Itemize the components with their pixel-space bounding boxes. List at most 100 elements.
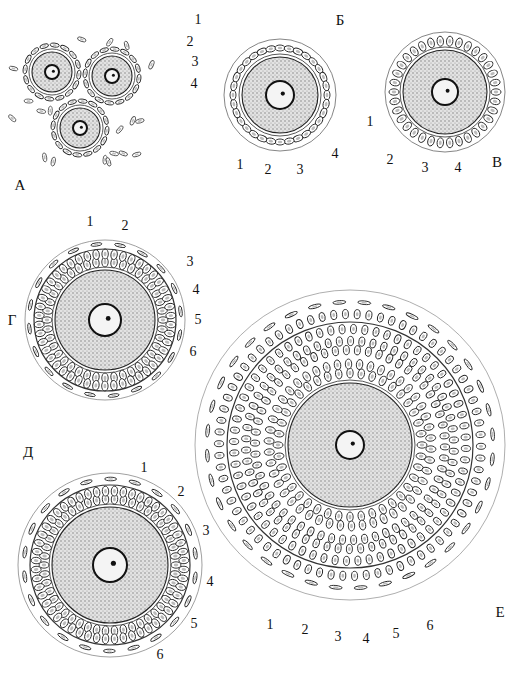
cell — [75, 59, 81, 69]
cell — [156, 263, 166, 273]
cell-nucleus — [382, 344, 386, 349]
cell — [93, 632, 101, 643]
cell-nucleus — [113, 497, 116, 502]
cell-nucleus — [122, 635, 126, 640]
cell-nucleus — [102, 139, 106, 143]
cell-nucleus — [289, 400, 294, 405]
cell-nucleus — [85, 82, 88, 86]
cell-nucleus — [473, 49, 478, 54]
cell-nucleus — [34, 559, 39, 562]
cell — [77, 36, 87, 43]
cell — [332, 346, 339, 356]
cell — [170, 283, 177, 294]
cell-nucleus — [107, 160, 110, 164]
cell — [424, 524, 435, 535]
cell-nucleus — [452, 450, 456, 453]
cell — [435, 410, 446, 419]
cell-nucleus — [222, 407, 227, 411]
cell-nucleus — [236, 374, 241, 378]
cell — [408, 357, 418, 368]
cell-nucleus — [68, 270, 73, 275]
membrane — [227, 322, 473, 568]
oocyte — [60, 108, 100, 148]
callout-number: 5 — [195, 313, 202, 327]
cell-nucleus — [337, 371, 341, 376]
cell — [179, 566, 189, 573]
cell-nucleus — [312, 305, 318, 308]
cell-nucleus — [38, 305, 43, 309]
cell-nucleus — [286, 344, 290, 349]
cell-nucleus — [253, 375, 258, 380]
cell-nucleus — [259, 49, 264, 53]
cell-nucleus — [242, 395, 247, 399]
cell — [429, 360, 440, 371]
cell-nucleus — [95, 147, 99, 151]
cell-nucleus — [370, 374, 374, 379]
cell — [427, 37, 436, 48]
cell-nucleus — [154, 491, 159, 495]
cell — [244, 337, 256, 349]
cell-nucleus — [138, 504, 143, 509]
cell-nucleus — [234, 110, 238, 115]
cell — [277, 394, 289, 405]
cell — [351, 571, 357, 580]
cell-nucleus — [339, 523, 342, 528]
cell-nucleus — [349, 339, 352, 343]
cell — [253, 511, 264, 521]
cell — [92, 380, 100, 391]
cell — [392, 106, 404, 116]
cell — [322, 80, 330, 91]
cell-nucleus — [493, 100, 498, 104]
cell-nucleus — [169, 314, 174, 317]
cell — [336, 337, 343, 347]
cell-nucleus — [371, 341, 375, 346]
nucleolus — [446, 89, 450, 93]
cell-nucleus — [387, 356, 391, 361]
cell-nucleus — [104, 637, 107, 642]
cell — [264, 336, 274, 347]
cell-nucleus — [248, 415, 253, 419]
cell-nucleus — [65, 384, 70, 388]
cell-nucleus — [77, 257, 81, 262]
cell — [441, 480, 452, 489]
cell-nucleus — [414, 488, 419, 493]
cell — [127, 644, 140, 651]
cell-nucleus — [260, 366, 265, 371]
membrane — [34, 249, 176, 391]
cell — [244, 382, 255, 392]
cell — [482, 113, 494, 124]
cell — [151, 488, 163, 498]
cell-nucleus — [311, 553, 315, 558]
cell-nucleus — [51, 528, 56, 533]
cell — [293, 560, 302, 571]
cell — [265, 507, 276, 518]
cell-nucleus — [152, 514, 157, 519]
nucleolus — [351, 442, 355, 446]
cell — [241, 435, 251, 442]
cell-nucleus — [245, 460, 250, 463]
cell-nucleus — [169, 355, 173, 360]
cell — [58, 103, 67, 112]
cell — [258, 498, 269, 508]
cell — [327, 326, 334, 336]
panel-letter: В — [492, 155, 502, 170]
cell-nucleus — [94, 383, 97, 388]
cell — [231, 506, 242, 516]
cell-nucleus — [150, 62, 153, 66]
cell-nucleus — [332, 313, 335, 317]
cell — [231, 460, 241, 467]
cell — [343, 556, 349, 565]
cell — [411, 485, 423, 496]
cell-nucleus — [138, 621, 143, 626]
cell — [431, 382, 442, 392]
cell — [109, 151, 119, 157]
cell-nucleus — [130, 625, 134, 630]
zona — [400, 47, 490, 137]
cell — [51, 121, 56, 130]
cell-nucleus — [492, 431, 494, 437]
cell-nucleus — [121, 381, 125, 386]
cell-nucleus — [113, 489, 116, 494]
cell-nucleus — [289, 518, 294, 523]
cell — [361, 325, 368, 335]
cell — [474, 466, 484, 474]
